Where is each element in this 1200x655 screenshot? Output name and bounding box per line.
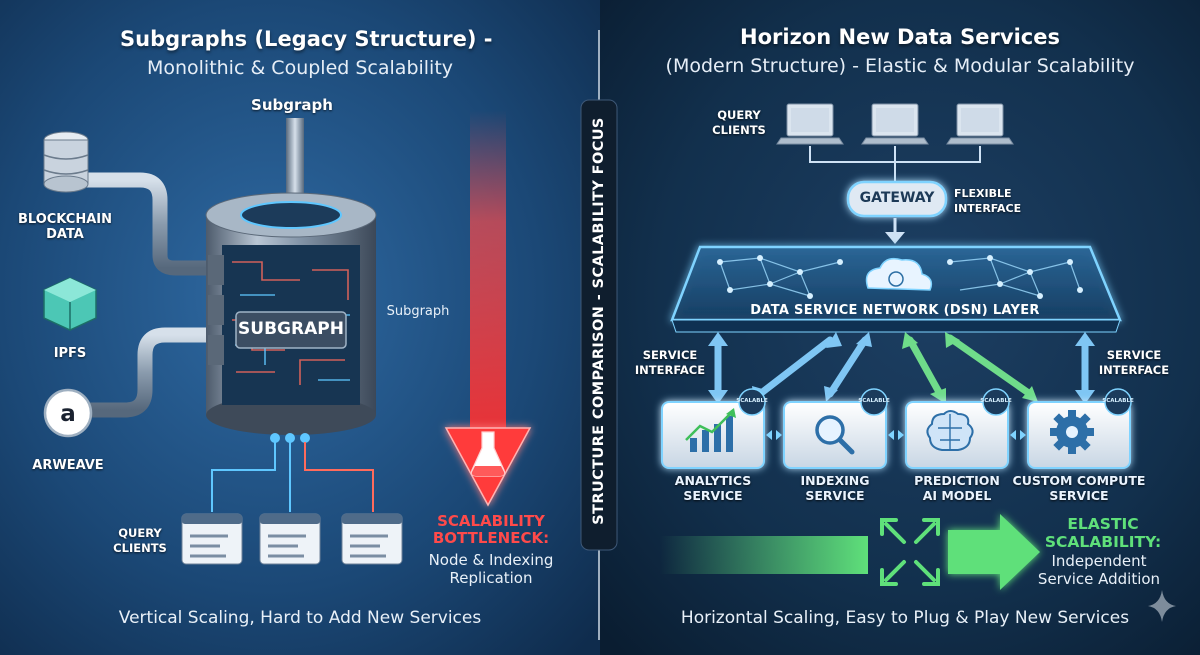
- data-source-pipes: [78, 118, 304, 418]
- source-label-ipfs: IPFS: [53, 346, 87, 361]
- query-client-windows: [181, 513, 403, 565]
- service-interface-right-label: SERVICE INTERFACE: [1098, 348, 1170, 377]
- left-title: Subgraphs (Legacy Structure) -: [120, 27, 493, 51]
- brain-icon: [926, 410, 974, 451]
- bottleneck-arrow: [444, 110, 532, 507]
- badge-custom-compute: SCALABLE: [1102, 398, 1134, 404]
- subgraph-node-cylinder: [205, 192, 377, 443]
- client-to-gateway-lines: [809, 146, 981, 182]
- left-bottom-caption: Vertical Scaling, Hard to Add New Servic…: [118, 608, 482, 628]
- badge-indexing: SCALABLE: [858, 398, 890, 404]
- source-label-blockchain: BLOCKCHAIN DATA: [17, 212, 112, 242]
- bar-chart-icon: [685, 408, 736, 452]
- subgraph-top-label: Subgraph: [251, 96, 333, 114]
- elastic-description: Independent Service Addition: [1037, 552, 1161, 588]
- service-label-custom-compute: CUSTOM COMPUTE SERVICE: [1012, 473, 1146, 503]
- laptop-icons: [776, 103, 1014, 145]
- divider-vertical-label: STRUCTURE COMPARISON - SCALABILITY FOCUS: [591, 117, 607, 525]
- right-subtitle: (Modern Structure) - Elastic & Modular S…: [665, 55, 1135, 77]
- elastic-arrow: [660, 514, 1040, 590]
- dsn-layer-platform: [670, 245, 1122, 333]
- cloud-icon: [865, 257, 933, 291]
- dsn-layer-label: DATA SERVICE NETWORK (DSN) LAYER: [750, 303, 1040, 318]
- bottleneck-description: Node & Indexing Replication: [428, 551, 554, 587]
- divider-label-strip: [580, 99, 618, 551]
- service-link-arrows: [708, 332, 1095, 404]
- right-title: Horizon New Data Services: [740, 25, 1060, 49]
- service-label-prediction: PREDICTION AI MODEL: [914, 473, 1000, 503]
- badge-analytics: SCALABLE: [736, 398, 768, 404]
- gateway-label: GATEWAY: [859, 190, 935, 206]
- magnifier-icon: [815, 415, 855, 455]
- left-subtitle: Monolithic & Coupled Scalability: [146, 57, 454, 79]
- bottleneck-title: SCALABILITY BOTTLENECK:: [432, 512, 550, 547]
- sparkle-icon: [1148, 590, 1176, 622]
- service-label-analytics: ANALYTICS SERVICE: [674, 473, 752, 503]
- right-bottom-caption: Horizontal Scaling, Easy to Plug & Play …: [680, 608, 1130, 628]
- left-query-clients-label: QUERY CLIENTS: [113, 526, 167, 555]
- subgraph-cylinder-label: SUBGRAPH: [238, 319, 344, 339]
- gear-icon: [1050, 410, 1094, 454]
- subgraph-side-label: Subgraph: [386, 304, 450, 319]
- arweave-icon: a: [43, 388, 93, 438]
- flexible-interface-label: FLEXIBLE INTERFACE: [954, 187, 1022, 215]
- service-cards: [661, 401, 1131, 469]
- badge-prediction: SCALABLE: [980, 398, 1012, 404]
- expand-icon: [880, 518, 940, 586]
- source-label-arweave: ARWEAVE: [32, 458, 104, 473]
- cube-icon: [43, 277, 97, 331]
- query-client-wires: [211, 442, 374, 512]
- database-icon: [43, 131, 89, 193]
- service-label-indexing: INDEXING SERVICE: [800, 473, 870, 503]
- gateway-pill: [846, 180, 948, 218]
- service-interface-left-label: SERVICE INTERFACE: [634, 348, 706, 377]
- elastic-title: ELASTIC SCALABILITY:: [1044, 515, 1162, 551]
- right-query-clients-label: QUERY CLIENTS: [712, 108, 766, 137]
- svg-text:a: a: [60, 401, 76, 427]
- scalable-badges: [738, 388, 1132, 416]
